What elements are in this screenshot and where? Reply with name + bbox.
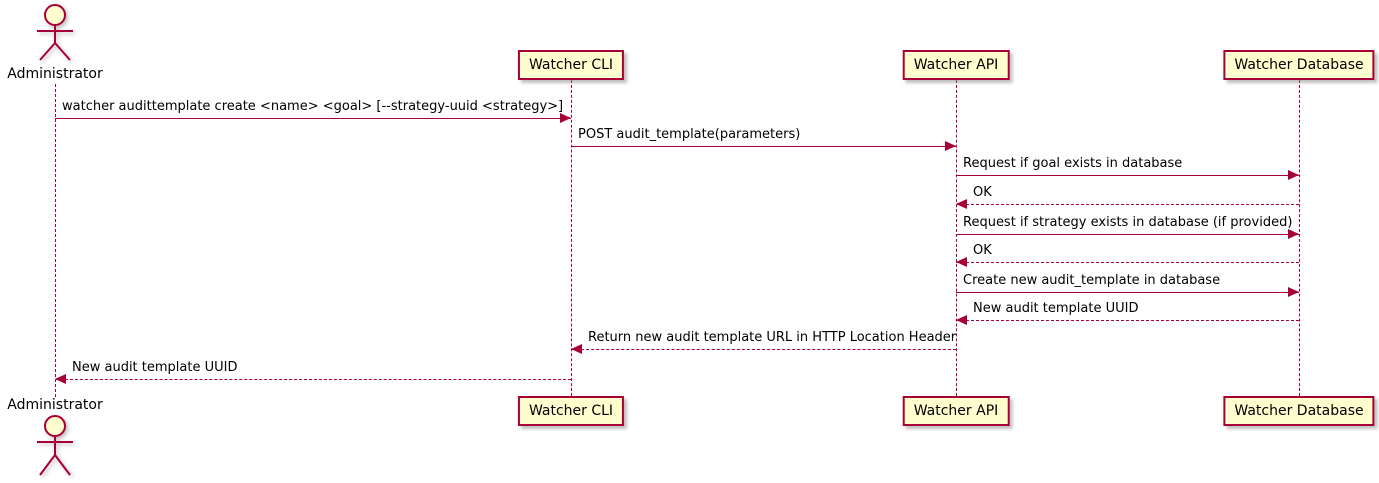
message-label: POST audit_template(parameters)	[578, 127, 801, 142]
message-line	[571, 146, 956, 147]
message-line	[956, 234, 1299, 235]
lifeline-watcher-api	[956, 80, 957, 396]
message-label: Return new audit template URL in HTTP Lo…	[588, 330, 957, 345]
message-line	[55, 379, 571, 380]
message-label: OK	[973, 185, 992, 200]
message-line	[55, 118, 571, 119]
participant-box-top-watcher-api: Watcher API	[902, 50, 1010, 80]
arrowhead-icon	[560, 113, 571, 123]
lifeline-watcher-database	[1299, 80, 1300, 396]
arrowhead-icon	[1288, 287, 1299, 297]
message-line	[571, 349, 956, 350]
message-line	[956, 175, 1299, 176]
arrowhead-icon	[956, 257, 967, 267]
message-label: OK	[973, 243, 992, 258]
arrowhead-icon	[1288, 170, 1299, 180]
lifeline-watcher-cli	[571, 80, 572, 396]
message-line	[956, 320, 1299, 321]
message-label: New audit template UUID	[72, 360, 238, 375]
message-label: Request if strategy exists in database (…	[963, 215, 1293, 230]
lifeline-administrator	[55, 84, 56, 397]
actor-label-bottom: Administrator	[7, 397, 103, 413]
arrowhead-icon	[1288, 229, 1299, 239]
message-label: watcher audittemplate create <name> <goa…	[62, 99, 564, 114]
arrowhead-icon	[956, 199, 967, 209]
message-line	[956, 204, 1299, 205]
arrowhead-icon	[956, 315, 967, 325]
participant-box-bottom-watcher-database: Watcher Database	[1223, 396, 1375, 426]
message-label: New audit template UUID	[973, 301, 1139, 316]
arrowhead-icon	[55, 374, 66, 384]
participant-box-top-watcher-cli: Watcher CLI	[517, 50, 625, 80]
participant-box-bottom-watcher-cli: Watcher CLI	[517, 396, 625, 426]
arrowhead-icon	[945, 141, 956, 151]
actor-label-top: Administrator	[7, 66, 103, 82]
message-label: Request if goal exists in database	[963, 156, 1183, 171]
actor-icon	[37, 4, 73, 61]
message-line	[956, 292, 1299, 293]
actor-icon	[37, 415, 73, 476]
message-line	[956, 262, 1299, 263]
message-label: Create new audit_template in database	[963, 273, 1221, 288]
arrowhead-icon	[571, 344, 582, 354]
participant-box-bottom-watcher-api: Watcher API	[902, 396, 1010, 426]
participant-box-top-watcher-database: Watcher Database	[1223, 50, 1375, 80]
